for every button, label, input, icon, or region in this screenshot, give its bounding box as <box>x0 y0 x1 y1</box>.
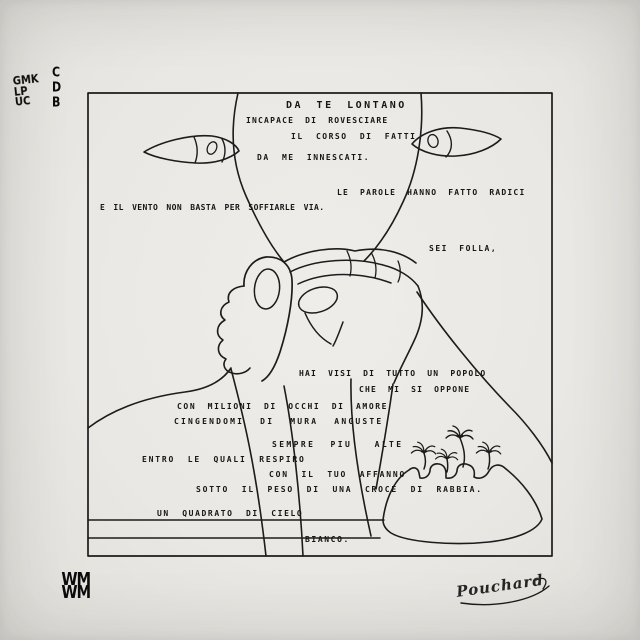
palm-tree-1 <box>410 441 437 470</box>
signature-flourish <box>460 585 550 606</box>
poem-line-13: ENTRO LE QUALI RESPIRO <box>142 455 306 464</box>
interlocked-finger-line-1 <box>283 248 417 264</box>
poem-line-1: DA TE LONTANO <box>286 100 407 111</box>
palm-tree-2 <box>434 448 459 473</box>
left-eye-iris-line-1 <box>193 136 198 164</box>
forearm-line-1 <box>230 368 267 557</box>
interlocked-finger-line-2 <box>289 259 419 287</box>
finger-separator-2 <box>371 253 377 279</box>
finger-separator-1 <box>346 250 352 277</box>
right-neck-line <box>363 92 423 262</box>
forearm-line-3 <box>350 378 372 537</box>
poem-line-17: BIANCO. <box>305 535 350 544</box>
inner-finger-line-2 <box>332 321 344 347</box>
right-eye-iris-line <box>445 130 453 158</box>
shoulder-line <box>87 367 232 429</box>
poem-line-11: CINGENDOMI DI MURA ANGUSTE <box>174 417 384 426</box>
stamp-letter: B <box>52 94 61 110</box>
forearm-line-4 <box>375 383 394 490</box>
palm-tree-4 <box>475 441 502 470</box>
left-neck-line <box>232 92 285 263</box>
thumb-nail <box>253 268 281 310</box>
inner-finger-line-1 <box>304 312 332 345</box>
logo-row: WM <box>61 583 91 604</box>
poem-line-15: SOTTO IL PESO DI UNA CROCE DI RABBIA. <box>196 485 483 494</box>
left-eye-pupil <box>206 141 218 155</box>
right-eye-outline <box>411 126 502 157</box>
poem-line-4: DA ME INNESCATI. <box>257 153 371 162</box>
island-mound <box>382 463 543 545</box>
left-finger-scallops <box>216 285 251 375</box>
poem-line-16: UN QUADRATO DI CIELO <box>157 509 304 518</box>
thumb-outline <box>243 256 293 382</box>
palm-tree-3 <box>445 425 474 468</box>
poem-line-9: CHE MI SI OPPONE <box>359 385 471 394</box>
right-hand-edge <box>393 285 423 384</box>
poem-line-14: CON IL TUO AFFANNO <box>269 470 407 479</box>
publisher-logo: WM WM <box>61 569 91 604</box>
signature-tail-loop <box>535 577 547 590</box>
stamp-letter: C <box>52 64 61 81</box>
finger-separator-3 <box>397 260 401 283</box>
right-arm-line <box>416 291 553 464</box>
poem-line-3: IL CORSO DI FATTI <box>291 132 417 141</box>
poem-line-6: E IL VENTO NON BASTA PER SOFFIARLE VIA. <box>100 203 325 212</box>
stamp-top-left-column: C D B <box>52 64 62 111</box>
poem-line-10: CON MILIONI DI OCCHI DI AMORE <box>177 402 389 411</box>
poem-line-5: LE PAROLE HANNO FATTO RADICI <box>337 188 526 197</box>
right-eye-pupil <box>427 133 439 149</box>
finger-pad <box>297 286 339 314</box>
poem-line-8: HAI VISI DI TUTTO UN POPOLO <box>299 369 487 378</box>
left-eye-iris-line-2 <box>221 138 226 163</box>
stamp-top-left-block: GMK LP UC <box>12 73 41 109</box>
poem-line-7: SEI FOLLA, <box>429 244 498 253</box>
left-eye-outline <box>143 134 240 164</box>
logo-row: WM <box>61 569 91 590</box>
poem-line-2: INCAPACE DI ROVESCIARE <box>246 116 389 125</box>
forearm-line-2 <box>283 385 304 557</box>
interlocked-finger-line-3 <box>297 273 392 285</box>
stamp-letter: D <box>52 79 62 95</box>
poem-line-12: SEMPRE PIU' ALTE <box>272 440 404 449</box>
frame-border <box>87 92 553 557</box>
